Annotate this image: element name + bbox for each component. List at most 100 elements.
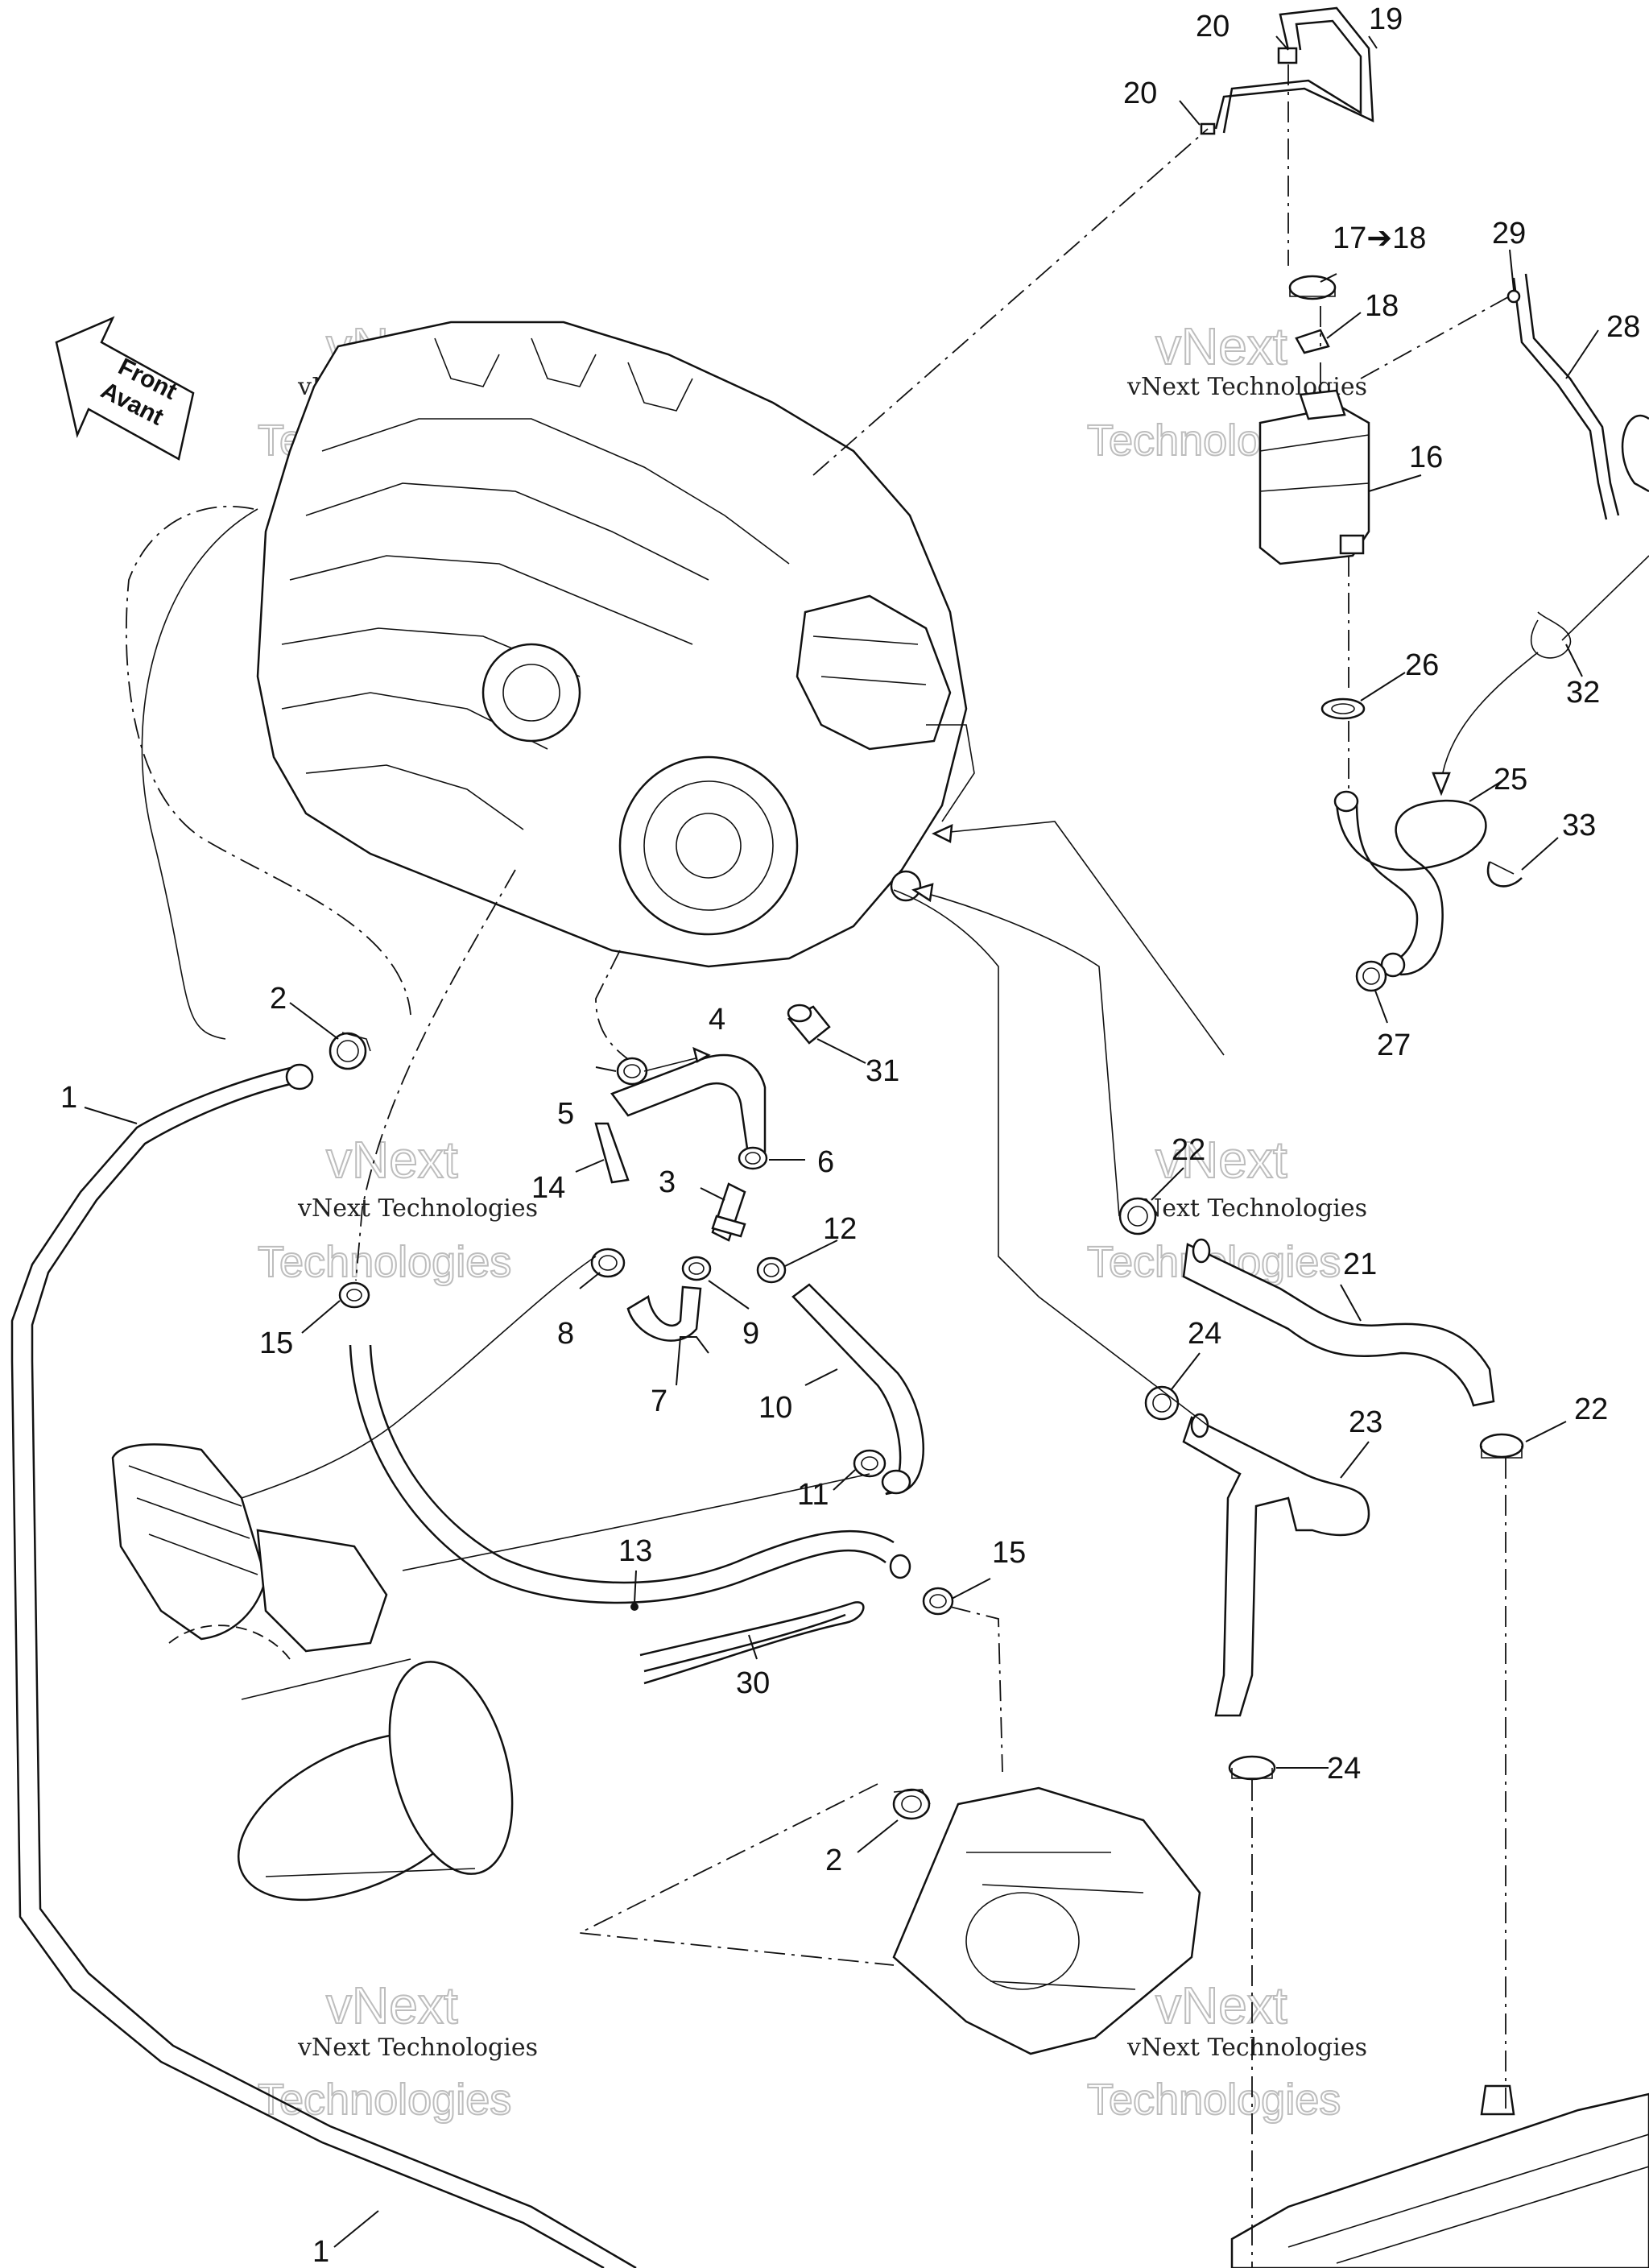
callout-23: 23: [1349, 1405, 1382, 1439]
hose-clip: [1486, 861, 1523, 888]
callout-4: 4: [709, 1003, 725, 1037]
clamp-9: [681, 1256, 712, 1281]
svg-text:vNext: vNext: [326, 1976, 458, 2034]
hose-4: [610, 1053, 767, 1161]
svg-text:vNext: vNext: [326, 1131, 458, 1189]
callout-33: 33: [1562, 809, 1596, 842]
callout-29: 29: [1492, 217, 1526, 250]
hose-23: [1182, 1413, 1370, 1717]
cap-31: [787, 1004, 831, 1045]
dashed-guides: [125, 64, 1515, 2268]
callout-24: 24: [1188, 1317, 1221, 1351]
callout-5: 5: [557, 1097, 574, 1131]
svg-text:vNext: vNext: [1155, 1976, 1287, 2034]
clamp-5: [616, 1057, 648, 1086]
clamp-12: [756, 1256, 787, 1284]
callout-31: 31: [866, 1054, 899, 1088]
overflow-hose: [1200, 6, 1374, 135]
cap-gasket: [1295, 329, 1330, 354]
callout-22: 22: [1574, 1393, 1608, 1426]
callout-8: 8: [557, 1317, 574, 1351]
callout-3: 3: [659, 1165, 676, 1199]
callout-10: 10: [758, 1391, 792, 1425]
clip-14: [594, 1122, 630, 1184]
callout-20: 20: [1123, 77, 1157, 110]
callout-16: 16: [1409, 441, 1443, 474]
callout-25: 25: [1494, 763, 1527, 797]
callout-14: 14: [531, 1171, 565, 1205]
clamp-24-upper: [1144, 1385, 1180, 1421]
callout-19: 19: [1369, 2, 1403, 36]
callout-12: 12: [823, 1212, 857, 1246]
hose-13: [349, 1344, 911, 1611]
callout-9: 9: [742, 1317, 759, 1351]
callout-2: 2: [825, 1844, 842, 1877]
svg-text:vNext: vNext: [1155, 1131, 1287, 1189]
watermark-3: vNext vNext Technologies Technologies: [257, 1130, 538, 1287]
clamp-11: [853, 1449, 886, 1478]
clamp-24-lower: [1228, 1755, 1276, 1781]
clamp-22-upper: [1118, 1197, 1157, 1235]
intake-assembly: [111, 1443, 514, 1902]
svg-text:vNext Technologies: vNext Technologies: [1126, 1194, 1367, 1223]
coolant-reservoir: [1258, 389, 1370, 565]
clamp-22-lower: [1479, 1433, 1524, 1459]
tee-fitting-3: [711, 1182, 746, 1242]
clamp-27: [1355, 960, 1387, 992]
hose-30: [639, 1601, 865, 1685]
callout-28: 28: [1606, 310, 1640, 344]
svg-text:Technologies: Technologies: [1087, 2076, 1341, 2124]
callout-15: 15: [259, 1326, 293, 1360]
flow-arrows: [141, 508, 1225, 1571]
vent-tube: [1506, 273, 1649, 520]
clamp-6: [738, 1146, 768, 1170]
callout-22: 22: [1172, 1133, 1205, 1167]
clamp-8: [590, 1248, 626, 1278]
hose-21: [1182, 1238, 1495, 1407]
leader-lines: [84, 35, 1599, 2248]
callout-30: 30: [736, 1666, 770, 1700]
clamp-15-upper: [338, 1281, 370, 1309]
callout-labels: 20 19 20 17➔18 29 28 18 16 26 32 25 33 2…: [60, 2, 1640, 2268]
svg-text:vNext Technologies: vNext Technologies: [297, 1194, 538, 1223]
callout-6: 6: [817, 1145, 834, 1179]
hose-10: [791, 1283, 925, 1496]
callout-18: 18: [1365, 289, 1399, 323]
callout-17-18: 17➔18: [1333, 221, 1426, 255]
svg-text:Technologies: Technologies: [258, 2076, 511, 2124]
callout-24: 24: [1327, 1752, 1361, 1786]
watermark-6: vNext vNext Technologies Technologies: [1086, 1976, 1367, 2125]
callout-27: 27: [1377, 1028, 1411, 1062]
watermark-4: vNext vNext Technologies Technologies: [1086, 1130, 1367, 1287]
svg-text:vNext Technologies: vNext Technologies: [1126, 2034, 1367, 2062]
callout-7: 7: [651, 1384, 667, 1418]
svg-text:vNext Technologies: vNext Technologies: [297, 2034, 538, 2062]
engine-block: [256, 321, 975, 968]
clamp-2-lower: [892, 1788, 931, 1820]
hull-grate: [1230, 2084, 1649, 2268]
clamp-26: [1320, 697, 1366, 720]
tank-outlet-hose: [1333, 790, 1487, 978]
callout-15: 15: [992, 1536, 1026, 1570]
svg-text:vNext: vNext: [1155, 317, 1287, 375]
pressure-cap: [1288, 275, 1337, 300]
callout-20: 20: [1196, 10, 1230, 43]
tie-loop: [1432, 555, 1649, 797]
callout-32: 32: [1566, 676, 1600, 710]
svg-text:Technologies: Technologies: [258, 1238, 511, 1286]
elbow-hose-7: [626, 1285, 702, 1342]
clamp-15-lower: [922, 1587, 954, 1616]
callout-13: 13: [618, 1534, 652, 1568]
pump-housing: [892, 1786, 1201, 2055]
callout-21: 21: [1343, 1248, 1377, 1281]
long-hose-1: [10, 1063, 637, 2268]
watermark-5: vNext vNext Technologies Technologies: [257, 1976, 538, 2125]
front-direction-arrow: Front Avant: [55, 316, 195, 461]
callout-1: 1: [312, 2235, 329, 2268]
callout-2: 2: [270, 982, 287, 1016]
clamp-2-upper: [329, 1032, 371, 1070]
callout-1: 1: [60, 1081, 77, 1115]
callout-11: 11: [797, 1478, 829, 1512]
callout-26: 26: [1405, 648, 1439, 682]
